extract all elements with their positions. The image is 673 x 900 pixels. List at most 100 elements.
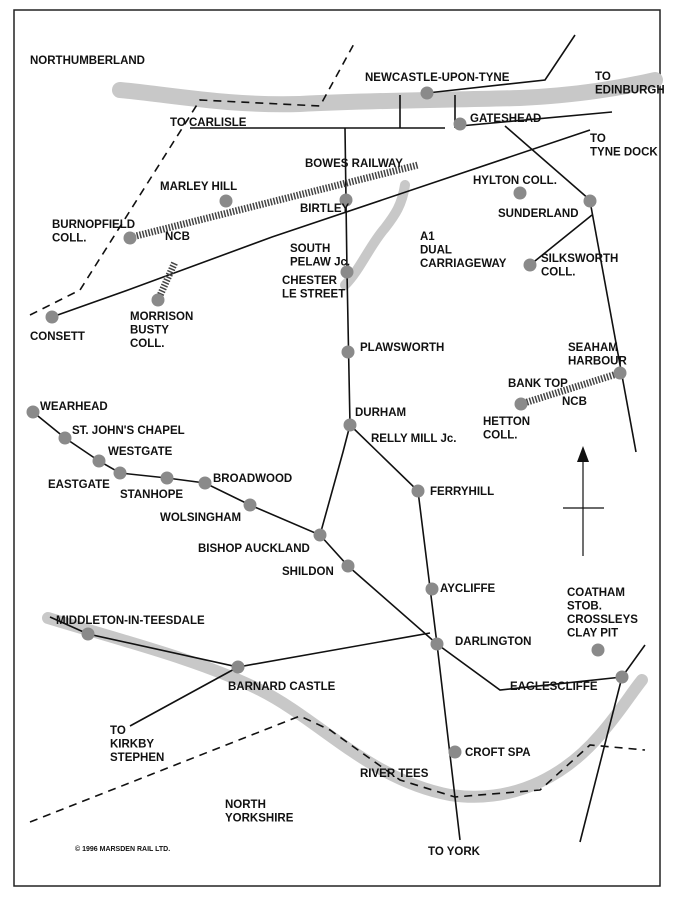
destination-label: TO	[590, 133, 606, 145]
station-consett	[45, 310, 59, 324]
north-arrow-icon	[563, 446, 604, 556]
station-broadwood	[198, 476, 212, 490]
station-label: LE STREET	[282, 289, 345, 301]
county-boundaries	[29, 41, 646, 823]
region-label: NORTH	[225, 799, 266, 811]
feature-label: BOWES RAILWAY	[305, 158, 403, 170]
station-label: COATHAM	[567, 587, 625, 599]
station-darlington	[430, 637, 444, 651]
station-croft-spa	[448, 745, 462, 759]
station-label: BISHOP AUCKLAND	[198, 543, 310, 555]
railway-line	[319, 424, 351, 536]
station-label: COLL.	[130, 338, 165, 350]
station-hylton-coll-	[513, 186, 527, 200]
feature-label: RIVER TEES	[360, 768, 429, 780]
feature-label: CARRIAGEWAY	[420, 258, 507, 270]
station-label: BURNOPFIELD	[52, 219, 135, 231]
station-hetton-coll-	[514, 397, 528, 411]
station-label: EAGLESCLIFFE	[510, 681, 598, 693]
station-label: BIRTLEY	[300, 203, 350, 215]
railway-line	[459, 111, 613, 127]
station-barnard-castle	[231, 660, 245, 674]
station-morrison-busty-coll-	[151, 293, 165, 307]
station-label: PLAWSWORTH	[360, 342, 444, 354]
destination-label: TO	[110, 725, 126, 737]
station-coatham-stob-crossleys-clay-pit	[591, 643, 605, 657]
station-middleton-in-teesdale	[81, 627, 95, 641]
station-ferryhill	[411, 484, 425, 498]
station-label: COLL.	[52, 233, 87, 245]
station-label: BUSTY	[130, 325, 169, 337]
station-label: COLL.	[541, 267, 576, 279]
station-chester-le-street	[340, 265, 354, 279]
station-westgate	[92, 454, 106, 468]
station-label: BROADWOOD	[213, 473, 292, 485]
station-label: CROFT SPA	[465, 747, 531, 759]
county-boundary	[29, 41, 356, 316]
station-newcastle-upon-tyne	[420, 86, 434, 100]
station-marley-hill	[219, 194, 233, 208]
station-label: SEAHAM	[568, 342, 618, 354]
station-label: STOB.	[567, 601, 602, 613]
destination-label: TO	[595, 71, 611, 83]
destination-label: EDINBURGH	[595, 85, 665, 97]
station-label: DARLINGTON	[455, 636, 531, 648]
station-burnopfield-coll-	[123, 231, 137, 245]
industrial-railway	[519, 369, 622, 408]
station-label: SHILDON	[282, 566, 334, 578]
railway-line	[579, 676, 623, 843]
destination-label: STEPHEN	[110, 752, 164, 764]
station-label: MORRISON	[130, 311, 193, 323]
station-label: FERRYHILL	[430, 486, 494, 498]
station-label: MIDDLETON-IN-TEESDALE	[56, 615, 205, 627]
railway-line	[51, 129, 591, 318]
river-wear	[340, 180, 410, 290]
station-aycliffe	[425, 582, 439, 596]
feature-label: NCB	[562, 396, 587, 408]
railway-line	[426, 34, 576, 94]
railway-line	[344, 127, 461, 841]
county-boundary	[29, 715, 646, 823]
destination-label: TO CARLISLE	[170, 117, 247, 129]
feature-label: NCB	[165, 231, 190, 243]
station-label: BARNARD CASTLE	[228, 681, 336, 693]
industrial-railway	[127, 161, 419, 242]
destination-label: TO YORK	[428, 846, 481, 858]
station-wolsingham	[243, 498, 257, 512]
river-tees	[42, 612, 648, 803]
station-label: COLL.	[483, 430, 518, 442]
destination-label: KIRKBY	[110, 739, 154, 751]
station-label: EASTGATE	[48, 479, 110, 491]
station-sunderland	[583, 194, 597, 208]
station-label: WESTGATE	[108, 446, 173, 458]
station-label: HARBOUR	[568, 356, 627, 368]
railway-line	[49, 616, 431, 668]
station-label: NEWCASTLE-UPON-TYNE	[365, 72, 510, 84]
station-label: CHESTER	[282, 275, 338, 287]
destination-label: TYNE DOCK	[590, 147, 658, 159]
station-label: AYCLIFFE	[440, 583, 495, 595]
feature-label: SOUTH	[290, 243, 330, 255]
railway-line	[529, 214, 593, 266]
station-label: SILKSWORTH	[541, 253, 618, 265]
station-label: HYLTON COLL.	[473, 175, 557, 187]
station-stanhope	[160, 471, 174, 485]
station-label: CLAY PIT	[567, 628, 618, 640]
station-plawsworth	[341, 345, 355, 359]
station-label: HETTON	[483, 416, 530, 428]
stations	[26, 86, 629, 759]
station-eaglescliffe	[615, 670, 629, 684]
station-birtley	[339, 193, 353, 207]
station-bishop-auckland	[313, 528, 327, 542]
railway-line	[589, 200, 637, 453]
station-st-john-s-chapel	[58, 431, 72, 445]
industrial-railway	[154, 260, 179, 302]
station-label: SUNDERLAND	[498, 208, 579, 220]
station-label: CONSETT	[30, 331, 85, 343]
copyright: © 1996 MARSDEN RAIL LTD.	[75, 845, 170, 853]
railway-line	[504, 125, 591, 201]
station-wearhead	[26, 405, 40, 419]
station-label: WOLSINGHAM	[160, 512, 241, 524]
feature-label: A1	[420, 231, 435, 243]
